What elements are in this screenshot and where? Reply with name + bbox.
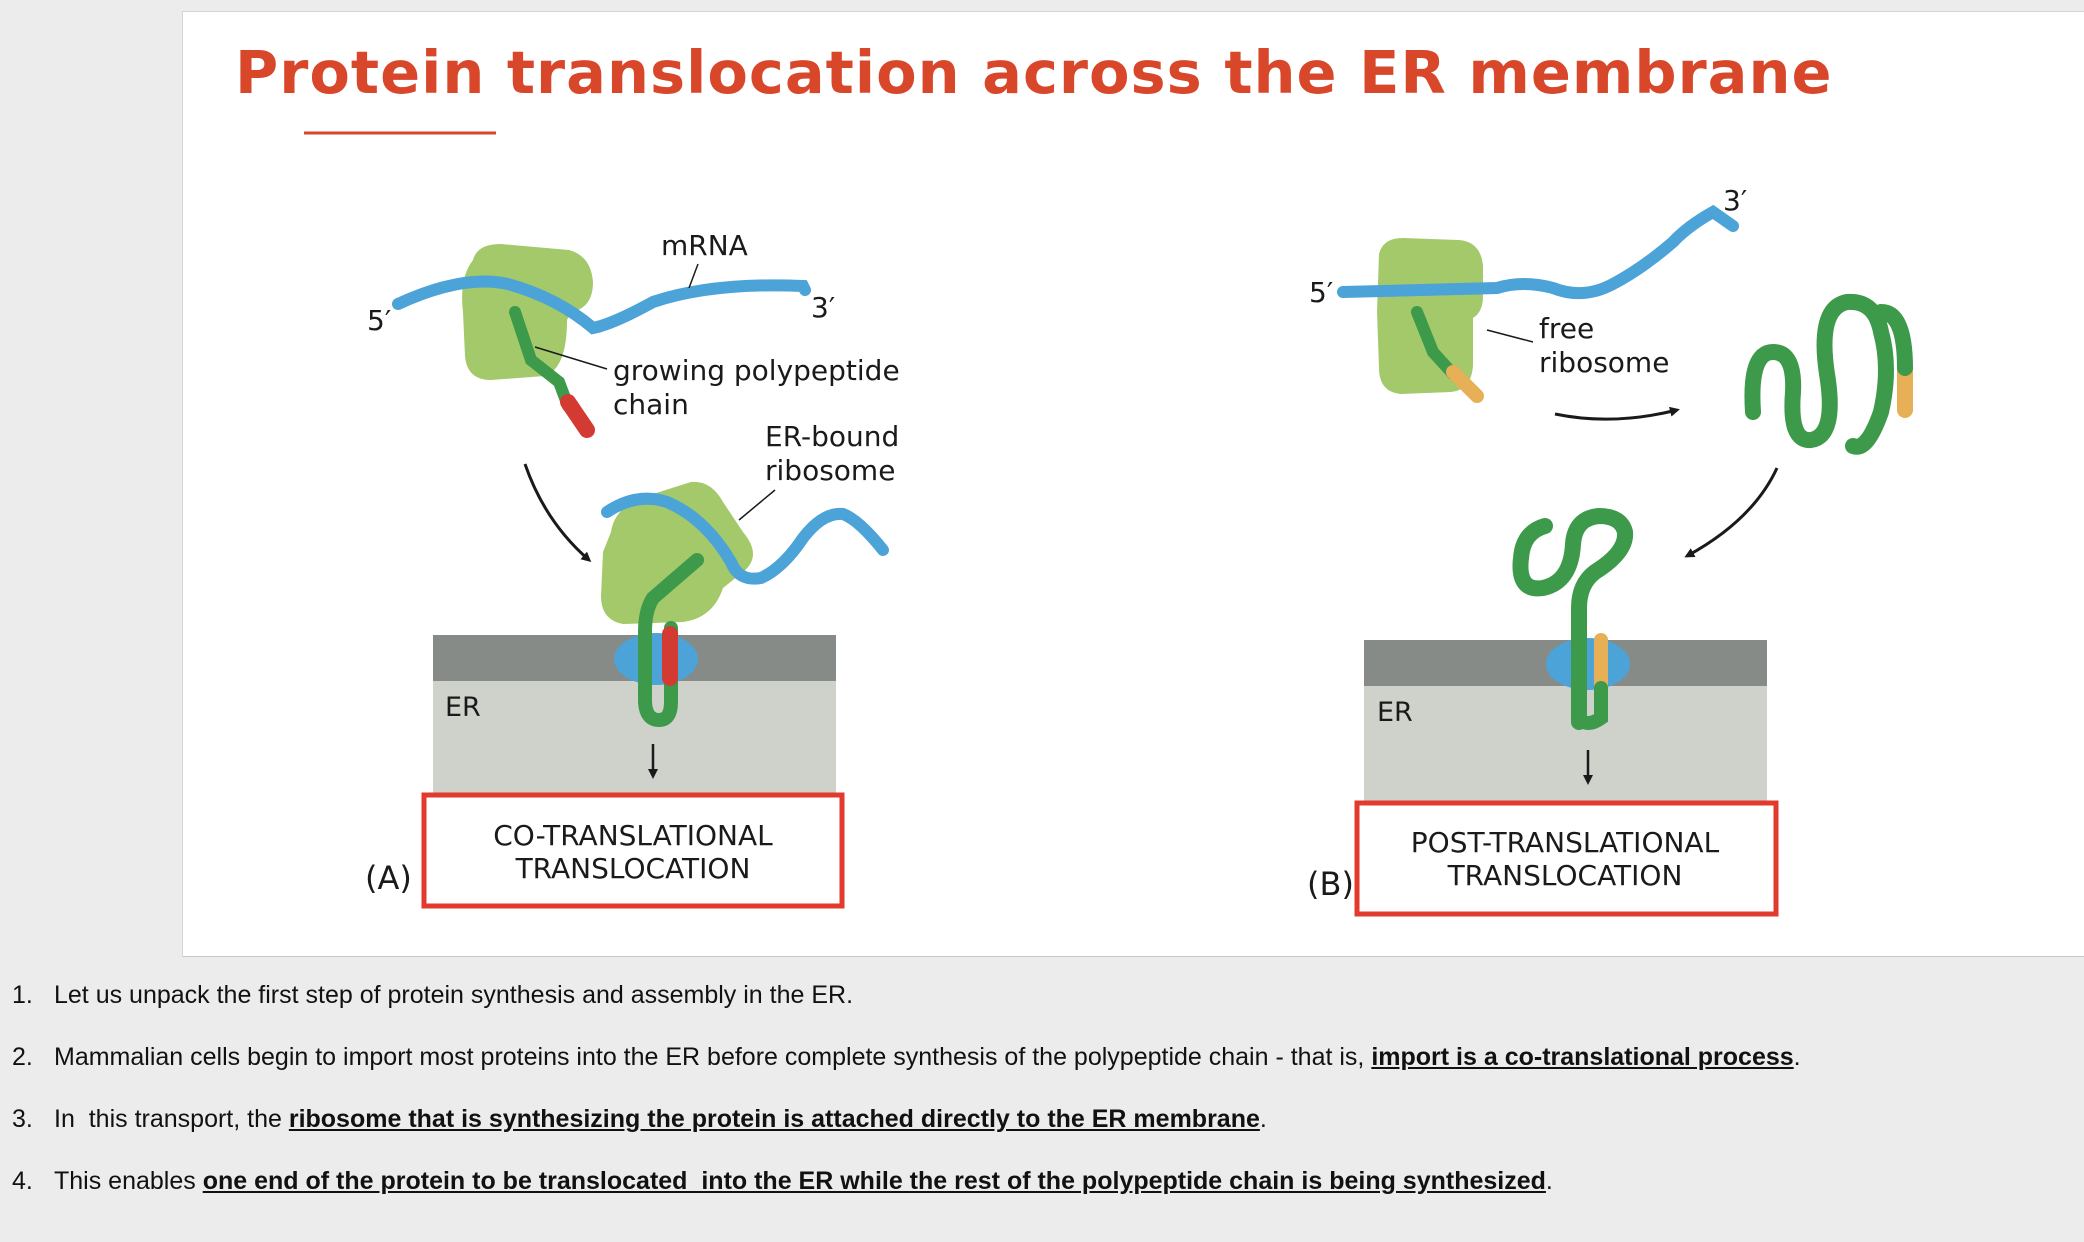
box-b-line1: POST-TRANSLATIONAL — [1411, 826, 1720, 859]
box-a-line2: TRANSLOCATION — [515, 852, 751, 885]
label-er-bound-2: ribosome — [765, 454, 895, 487]
completed-protein — [1744, 293, 1894, 455]
mrna-a-bound — [601, 492, 889, 585]
label-free-ribosome: free — [1539, 312, 1594, 345]
label-er-bound: ER-bound — [765, 420, 899, 453]
note-item[interactable]: 2. Mammalian cells begin to import most p… — [12, 1026, 2084, 1088]
label-growing-polypeptide: growing polypeptide — [613, 354, 900, 387]
note-item[interactable]: 1. Let us unpack the first step of protei… — [12, 964, 2084, 1026]
label-5prime-a: 5′ — [367, 304, 391, 337]
note-text: Mammalian cells begin to import most pro… — [54, 1043, 1372, 1071]
protein-b-translocating — [1512, 508, 1634, 730]
slide-title[interactable]: Protein translocation across the ER memb… — [235, 38, 1833, 107]
label-free-ribosome-2: ribosome — [1539, 346, 1669, 379]
ribosome-a-bound — [601, 481, 753, 624]
note-text-end: . — [1545, 1167, 1553, 1195]
box-b-line2: TRANSLOCATION — [1447, 859, 1683, 892]
label-er-a: ER — [445, 692, 481, 723]
translocon-b — [1546, 638, 1630, 690]
note-number: 4. — [12, 1167, 33, 1195]
notes-list: 1. Let us unpack the first step of protei… — [0, 964, 2084, 1212]
arrow-a — [523, 463, 592, 562]
note-number: 1. — [12, 981, 33, 1009]
label-mrna: mRNA — [661, 229, 748, 262]
note-highlight: one end of the protein to be translocate… — [202, 1167, 1546, 1195]
mrna-b — [1337, 204, 1739, 300]
note-text: Let us unpack the first step of protein … — [54, 981, 854, 1009]
polypeptide-a-bound — [638, 553, 704, 727]
leader-free-ribosome — [1486, 329, 1534, 343]
label-3prime-b: 3′ — [1723, 184, 1747, 217]
leader-polypeptide — [534, 346, 608, 370]
note-item[interactable]: 3. In this transport, the ribosome that i… — [12, 1088, 2084, 1150]
label-5prime-b: 5′ — [1309, 276, 1333, 309]
signal-sequence-b-free — [1446, 365, 1484, 403]
box-co-translational[interactable] — [421, 792, 845, 909]
note-number: 2. — [12, 1043, 33, 1071]
speaker-notes-pane[interactable]: 1. Let us unpack the first step of protei… — [0, 958, 2084, 1242]
note-text-end: . — [1793, 1043, 1801, 1071]
label-growing-polypeptide-2: chain — [613, 388, 689, 421]
label-panel-a: (A) — [365, 859, 412, 897]
leader-mrna — [688, 263, 699, 289]
signal-sequence-a-top — [560, 394, 595, 438]
mrna-a-top — [392, 275, 811, 335]
note-number: 3. — [12, 1105, 33, 1133]
label-3prime-a: 3′ — [811, 291, 835, 324]
box-a-line1: CO-TRANSLATIONAL — [493, 819, 773, 852]
polypeptide-b-free — [1411, 306, 1459, 380]
note-text-end: . — [1259, 1105, 1267, 1133]
label-er-b: ER — [1377, 697, 1413, 728]
label-panel-b: (B) — [1307, 865, 1354, 903]
note-highlight: import is a co-translational process — [1371, 1043, 1794, 1071]
arrow-b-2 — [1684, 467, 1779, 558]
leader-er-bound — [738, 489, 776, 521]
note-item[interactable]: 4. This enables one end of the protein to… — [12, 1150, 2084, 1212]
slide-canvas[interactable]: Protein translocation across the ER memb… — [182, 11, 2084, 957]
arrow-b-1 — [1554, 406, 1680, 421]
note-text: This enables — [54, 1167, 203, 1195]
note-text: In this transport, the — [54, 1105, 289, 1133]
completed-protein-link — [1873, 304, 1913, 376]
polypeptide-a-top — [509, 306, 574, 412]
ribosome-b-free — [1377, 238, 1483, 394]
box-post-translational[interactable] — [1354, 800, 1779, 917]
translocon-a — [614, 633, 698, 685]
slide-diagram: Protein translocation across the ER memb… — [235, 38, 1913, 917]
loop-b — [1572, 681, 1608, 730]
note-highlight: ribosome that is synthesizing the protei… — [288, 1105, 1260, 1133]
